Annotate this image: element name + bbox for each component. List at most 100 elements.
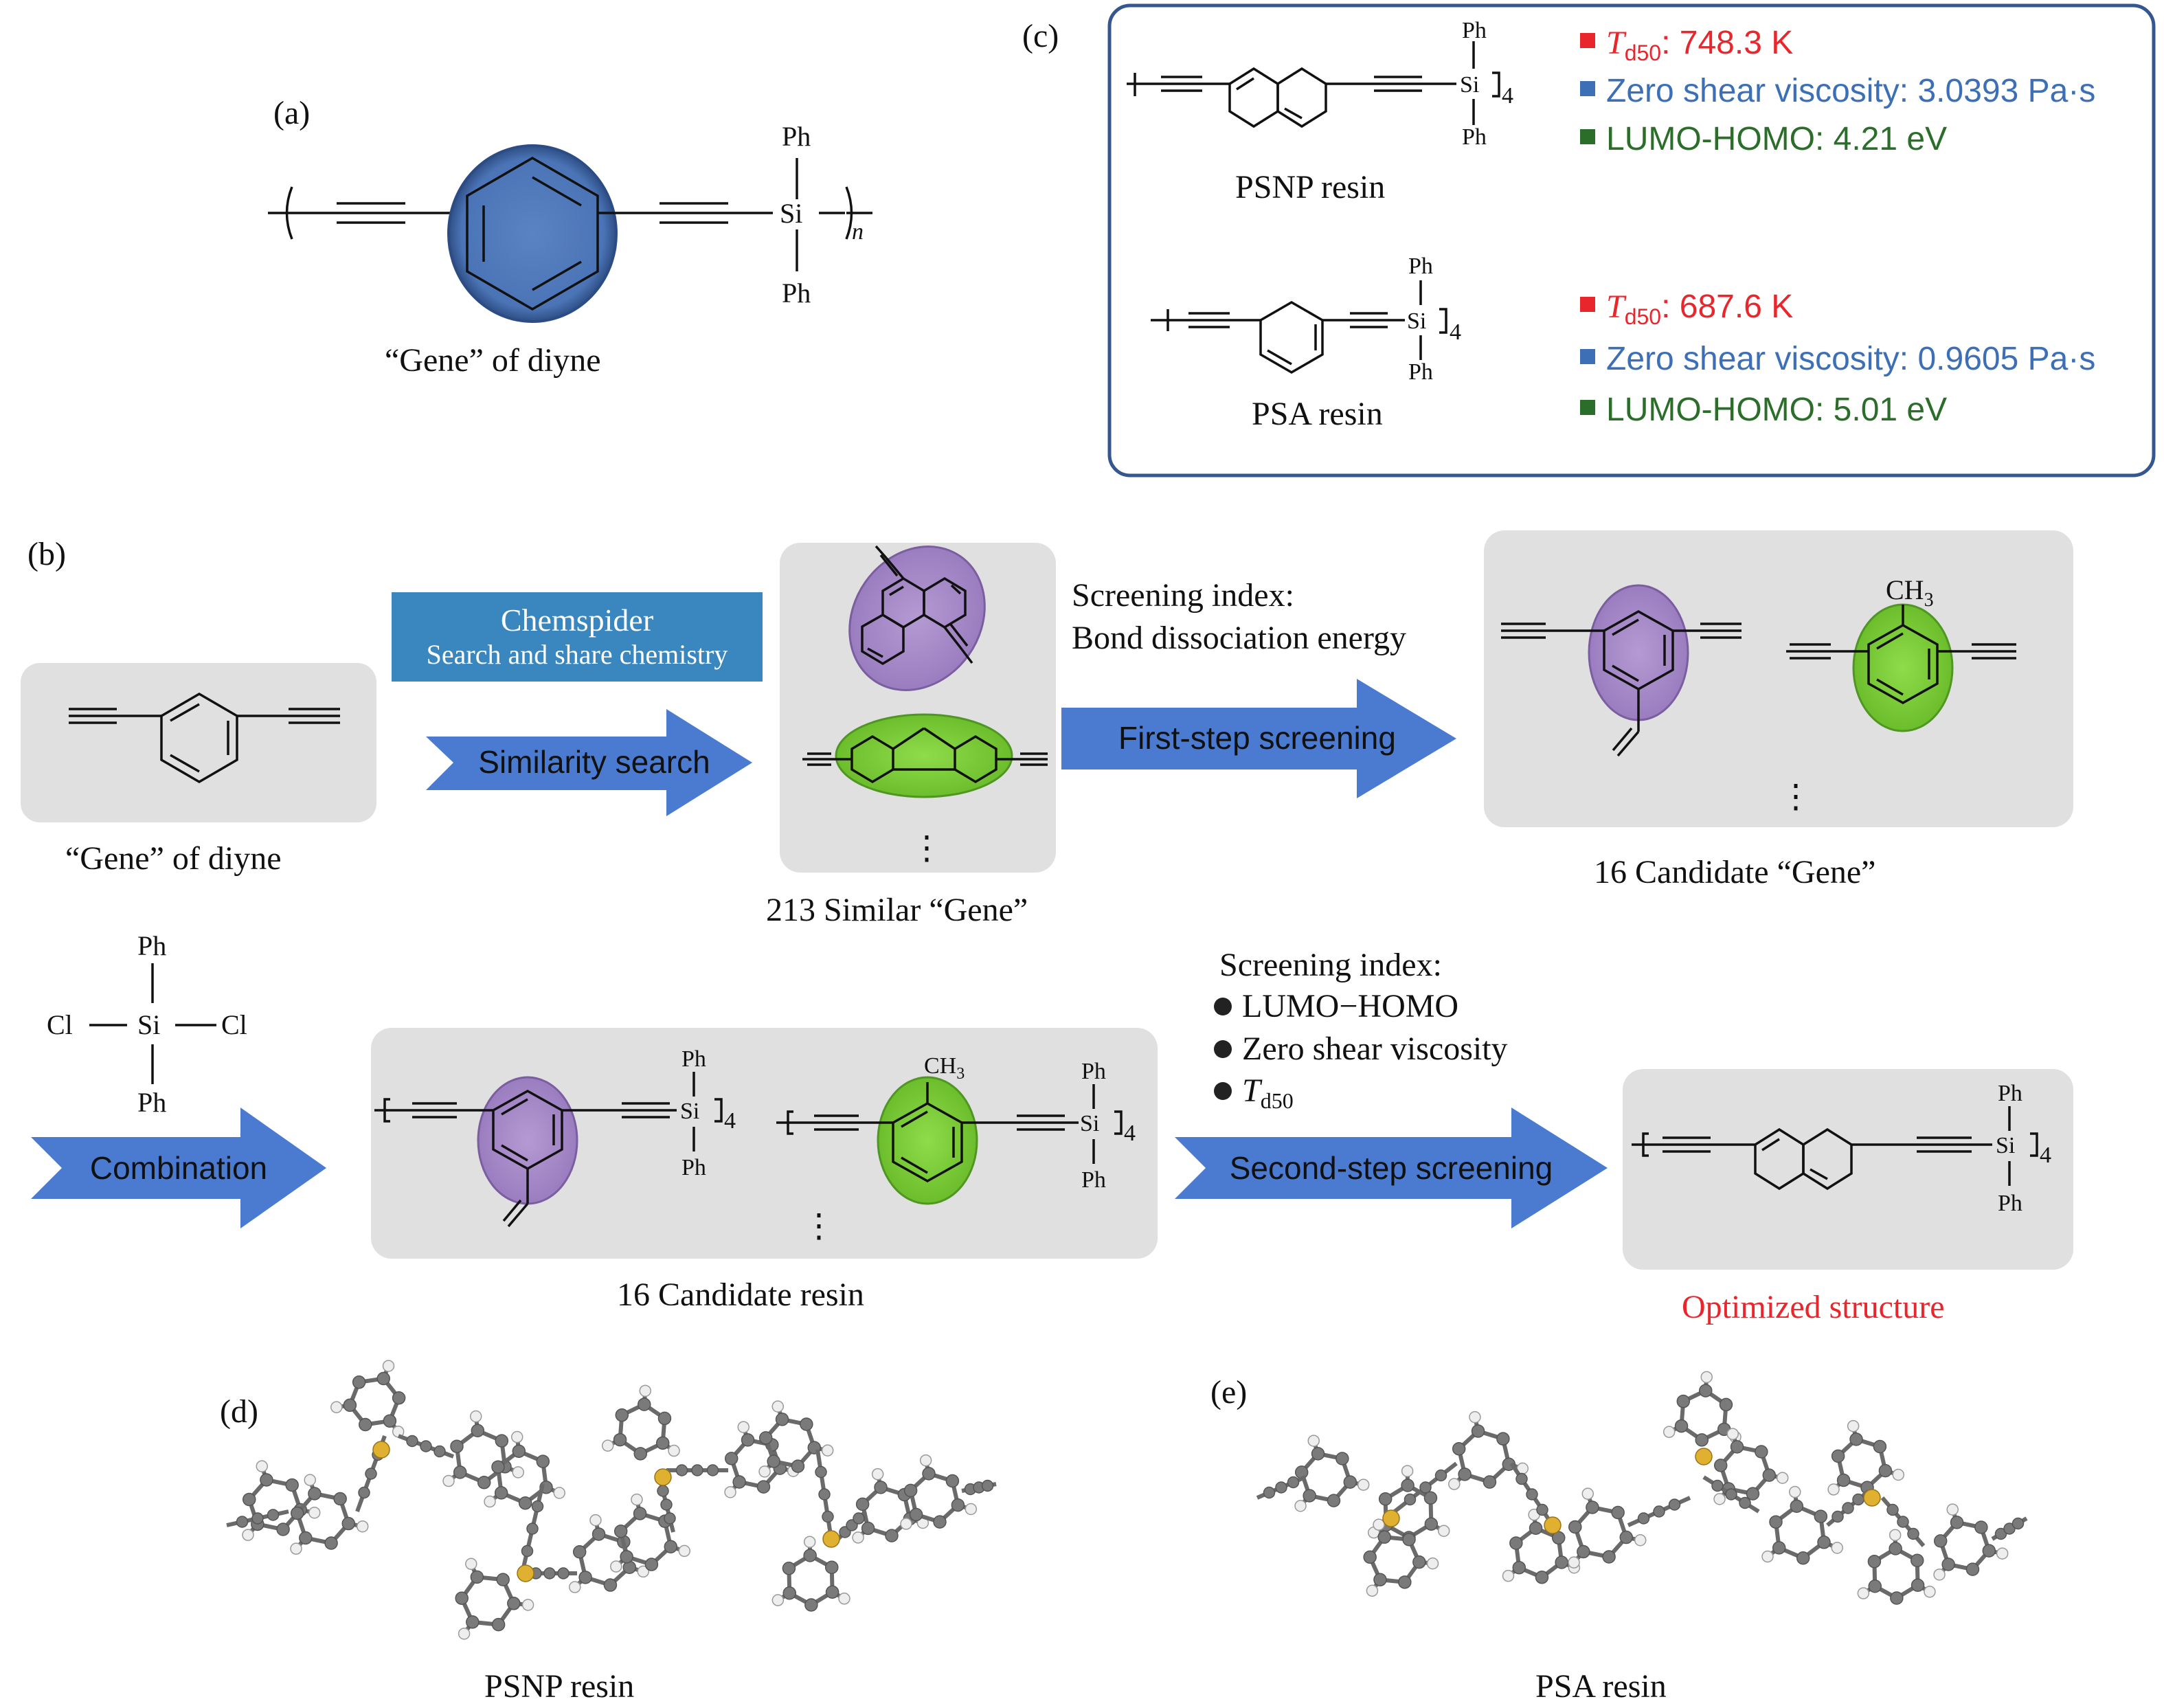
carbon-atom (1713, 1459, 1728, 1472)
hydrogen-atom (1366, 1584, 1379, 1597)
resin-methyl: CH3 Si Ph Ph 4 (776, 1053, 1136, 1193)
hydrogen-atom (589, 1514, 602, 1527)
hydrogen-atom (1448, 1478, 1461, 1490)
hydrogen-atom (465, 1558, 477, 1571)
hydrogen-atom (304, 1474, 317, 1486)
carbon-atom (518, 1496, 532, 1510)
anthracene-diyne (861, 545, 973, 666)
gene-box (21, 663, 376, 822)
carbon-atom (633, 1447, 648, 1461)
carbon-atom (758, 1431, 773, 1445)
carbon-atom (383, 1414, 397, 1428)
carbon-atom (1404, 1493, 1417, 1506)
second-step-arrow (1175, 1108, 1608, 1228)
carbon-atom (1419, 1481, 1432, 1494)
vinyl-diyne (1501, 609, 1742, 757)
svg-text:Ph: Ph (137, 930, 166, 961)
carbon-atom (1725, 1488, 1737, 1501)
carbon-atom (1965, 1562, 1980, 1576)
carbon-atom (1676, 1394, 1691, 1408)
panel-e: (e) PSA resin (1210, 1371, 2028, 1705)
ph-top: Ph (1408, 254, 1433, 279)
carbon-atom (1772, 1541, 1786, 1555)
svg-text:4: 4 (724, 1108, 736, 1134)
carbon-atom (655, 1436, 670, 1450)
hydrogen-atom (469, 1410, 482, 1423)
carbon-atom (308, 1487, 322, 1501)
carbon-atom (1695, 1433, 1709, 1447)
vdots: ⋮ (1779, 778, 1812, 815)
carbon-atom (1287, 1476, 1300, 1489)
carbon-atom (1831, 1449, 1845, 1463)
bond (532, 176, 582, 207)
carbon-atom (903, 1483, 918, 1498)
carbon-atom (885, 1529, 899, 1542)
carbon-atom (1653, 1505, 1665, 1518)
subscript-4: 4 (1502, 83, 1513, 109)
carbon-atom (578, 1571, 592, 1584)
carbon-atom (1867, 1554, 1882, 1569)
carbon-atom (657, 1485, 669, 1497)
carbon-atom (1668, 1498, 1681, 1511)
svg-text:Cl: Cl (221, 1009, 247, 1040)
hydrogen-atom (1889, 1529, 1902, 1541)
panel-a: (a) Si Ph Ph n “Gene” of diyne (268, 95, 872, 379)
hydrogen-atom (601, 1439, 614, 1452)
hydrogen-atom (1831, 1542, 1844, 1554)
carbon-atom (615, 1408, 629, 1422)
carbon-atom (2011, 1517, 2025, 1530)
panel-c-box (1107, 3, 2156, 477)
svg-text:Si: Si (680, 1099, 699, 1124)
psa-ball-stick-model (1256, 1371, 2028, 1605)
carbon-atom (1889, 1542, 1902, 1555)
carbon-atom (1982, 1544, 1996, 1558)
hydrogen-atom (1933, 1569, 1946, 1581)
hydrogen-atom (1857, 1587, 1870, 1599)
screen2-item-2: Zero shear viscosity (1242, 1031, 1508, 1067)
hydrogen-atom (639, 1384, 652, 1397)
carbon-atom (420, 1440, 432, 1452)
carbon-atom (1974, 1520, 1988, 1534)
carbon-atom (1831, 1510, 1844, 1523)
carbon-atom (1852, 1493, 1864, 1506)
psa-gap: LUMO-HOMO: 5.01 eV (1606, 392, 1947, 428)
carbon-atom (691, 1464, 703, 1476)
gene-blue-disc (447, 144, 618, 323)
carbon-atom (491, 1617, 506, 1632)
hydrogen-atom (1401, 1465, 1414, 1477)
hydrogen-atom (1373, 1518, 1385, 1531)
carbon-atom (1719, 1397, 1733, 1412)
si-atom: Si (1407, 308, 1426, 334)
carbon-atom (359, 1417, 372, 1432)
td-marker (1580, 33, 1595, 48)
hydrogen-atom (737, 1421, 750, 1433)
carbon-atom (1402, 1533, 1416, 1547)
carbon-atom (1698, 1384, 1713, 1397)
hydrogen-atom (1502, 1569, 1515, 1582)
svg-text:Si: Si (1996, 1133, 2015, 1158)
carbon-atom (800, 1417, 813, 1431)
panel-c: (c) Si Ph Ph 4 PSNP resin Td50: 748.3 (1022, 3, 2156, 477)
psnp-td50: Td50: 748.3 K (1606, 25, 1793, 65)
screen1-line1: Screening index: (1072, 577, 1294, 614)
carbon-atom (1343, 1475, 1357, 1489)
hydrogen-atom (724, 1486, 736, 1498)
green-highlight (877, 1076, 978, 1205)
carbon-atom (815, 1465, 827, 1479)
carbon-atom (1327, 1494, 1341, 1507)
hydrogen-atom (771, 1594, 785, 1606)
ph-top: Ph (782, 121, 811, 152)
gap-marker (1580, 129, 1595, 144)
hydrogen-atom (871, 1468, 884, 1481)
carbon-atom (243, 1492, 256, 1507)
hydrogen-atom (521, 1599, 534, 1611)
viscosity-marker (1580, 81, 1595, 96)
carbon-atom (804, 1598, 818, 1612)
carbon-atom (543, 1567, 556, 1580)
hydrogen-atom (637, 1565, 650, 1578)
carbon-atom (1836, 1473, 1851, 1487)
hydrogen-atom (1788, 1485, 1801, 1498)
psnp-gap: LUMO-HOMO: 4.21 eV (1606, 121, 1947, 157)
viscosity-marker (1580, 349, 1595, 364)
